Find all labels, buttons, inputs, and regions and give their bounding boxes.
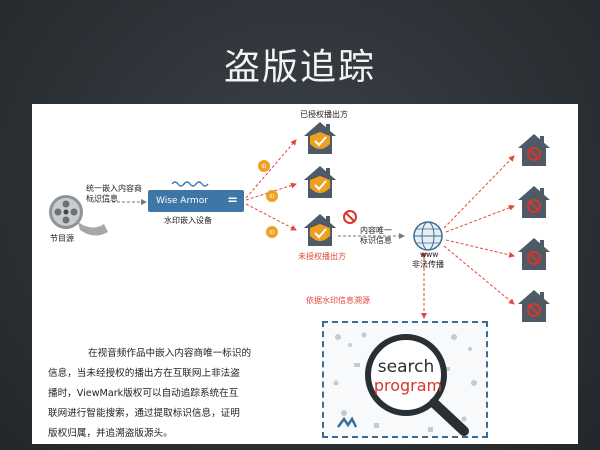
unauthorized-label: 未授权播出方	[298, 252, 346, 261]
viewmark-logo-icon	[337, 416, 358, 428]
id-tag-icon: ID	[258, 160, 270, 172]
authorized-label: 已授权播出方	[300, 110, 348, 119]
pirate-house-icon	[518, 290, 550, 322]
embed-label-line2: 标识信息	[86, 194, 118, 203]
description-line: 在视音频作品中嵌入内容商唯一标识的	[88, 348, 252, 359]
description-line: 版权归属，并追溯盗版源头。	[48, 428, 173, 439]
device-name: Wise Armor	[156, 196, 208, 206]
program-word: program	[374, 376, 442, 395]
id-tag-icon: ID	[266, 190, 278, 202]
description-line: 信息，当未经授权的播出方在互联网上非法盗	[48, 368, 240, 379]
trace-label: 依据水印信息溯源	[306, 296, 370, 305]
embed-label-line1: 统一嵌入内容商	[86, 184, 142, 193]
svg-text:ID: ID	[269, 230, 274, 236]
authorized-house-icon	[304, 166, 336, 198]
globe-icon	[413, 221, 443, 251]
slide-title: 盗版追踪	[223, 47, 376, 88]
signal-wave-icon	[171, 181, 209, 187]
description-line: 播时，ViewMark版权可以自动追踪系统在互	[48, 388, 239, 399]
id-tag-icon: ID	[266, 226, 278, 238]
description-paragraph: 在视音频作品中嵌入内容商唯一标识的 信息，当未经授权的播出方在互联网上非法盗 播…	[48, 344, 294, 444]
svg-text:ID: ID	[269, 194, 274, 200]
pirate-house-icon	[518, 238, 550, 270]
search-magnifier-illustration: search program	[333, 332, 477, 436]
network-icon-cloud	[333, 332, 477, 432]
unique-id-line1: 内容唯一	[360, 226, 392, 235]
search-program-panel: search program	[322, 321, 488, 438]
source-label: 节目源	[50, 234, 74, 243]
wise-armor-device: Wise Armor =	[148, 190, 244, 212]
unique-id-line2: 标识信息	[360, 236, 392, 245]
film-reel-icon	[49, 195, 108, 236]
authorized-house-icon	[304, 122, 336, 154]
pirate-house-icon	[518, 134, 550, 166]
equals-icon: =	[227, 193, 238, 208]
forbidden-icon	[343, 210, 357, 224]
illegal-spread-label: 非法传播	[412, 260, 444, 269]
unauthorized-house-icon	[304, 214, 336, 246]
search-word: search	[378, 357, 434, 377]
svg-text:ID: ID	[261, 164, 266, 170]
pirate-house-icon	[518, 186, 550, 218]
www-label: www	[420, 250, 439, 259]
device-caption: 水印嵌入设备	[164, 216, 212, 225]
description-line: 联网进行智能搜索，通过提取标识信息，证明	[48, 408, 240, 419]
